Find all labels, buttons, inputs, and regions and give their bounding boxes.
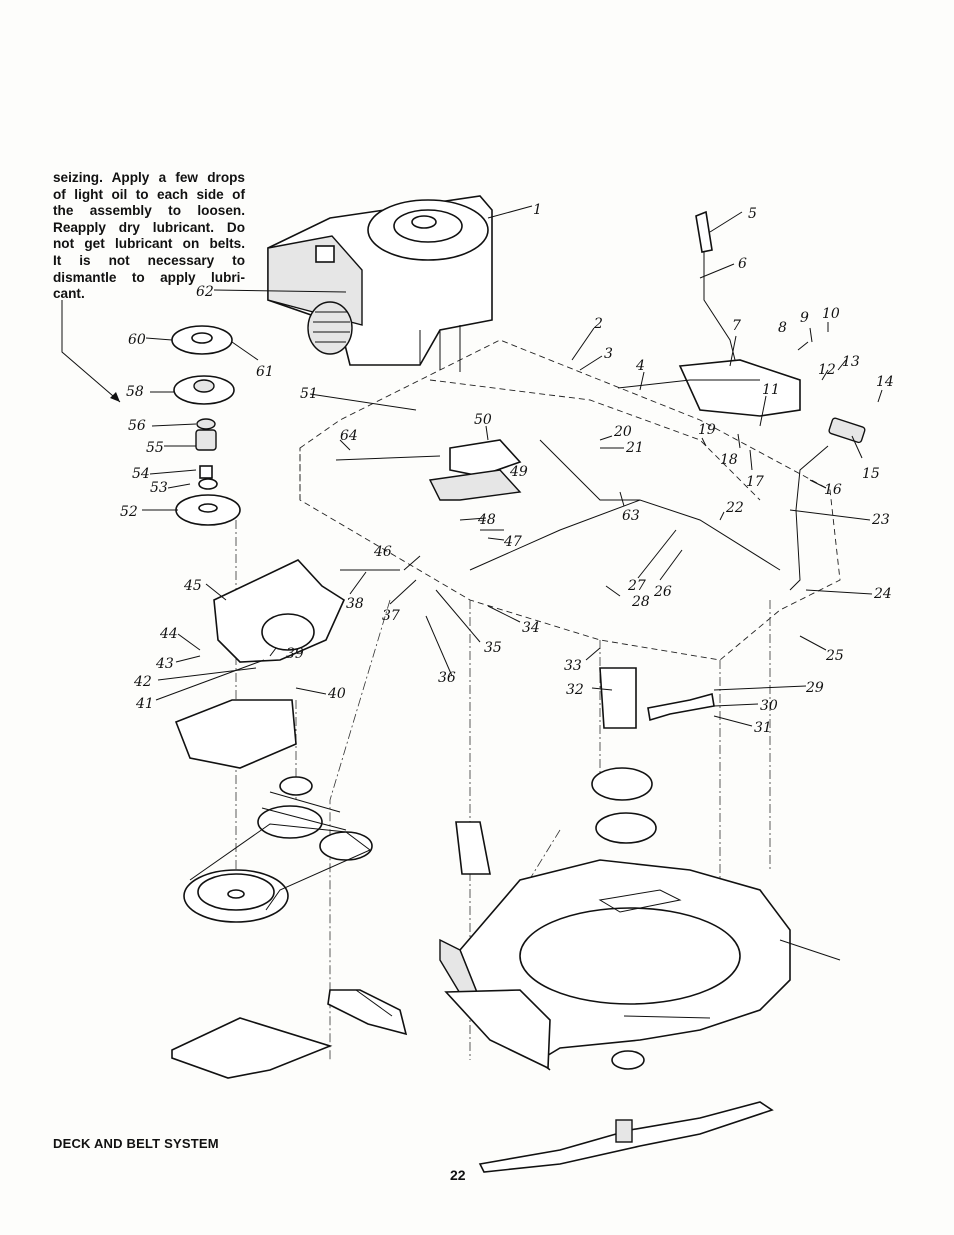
brackets-and-plates [171, 667, 715, 1079]
mower-deck [439, 767, 791, 1071]
pointer-arrow [61, 300, 121, 403]
instruction-line: cant. [53, 286, 85, 302]
callout-8: 8 [778, 320, 787, 336]
callout-30: 30 [760, 698, 778, 714]
callout-28: 28 [631, 594, 650, 610]
callout-18: 18 [720, 452, 738, 468]
callout-15: 15 [862, 466, 880, 482]
callout-29: 29 [805, 680, 824, 696]
callout-31: 31 [754, 720, 772, 736]
callout-60: 60 [128, 332, 146, 348]
callout-leaders [142, 205, 883, 727]
callout-54: 54 [132, 466, 150, 482]
callout-55: 55 [146, 440, 164, 456]
callout-52: 52 [120, 504, 138, 520]
callout-2: 2 [593, 316, 603, 332]
callout-25: 25 [825, 648, 844, 664]
belt-drive [183, 776, 373, 923]
callout-12: 12 [818, 362, 836, 378]
callout-47: 47 [503, 534, 522, 550]
callout-45: 45 [183, 578, 202, 594]
callout-26: 26 [653, 584, 672, 600]
callout-38: 38 [346, 596, 364, 612]
callout-39: 39 [286, 646, 304, 662]
callout-32: 32 [566, 682, 584, 698]
control-linkage [335, 210, 866, 1019]
callout-35: 35 [484, 640, 502, 656]
diagram-caption: DECK AND BELT SYSTEM [53, 1136, 219, 1151]
callout-64: 64 [340, 428, 358, 444]
instruction-line: seizing. Apply a few drops [53, 170, 245, 185]
callout-5: 5 [748, 206, 757, 222]
callout-33: 33 [564, 658, 582, 674]
instruction-line: dismantle to apply lubri- [53, 269, 245, 285]
callout-62: 62 [196, 284, 214, 300]
callout-51: 51 [300, 386, 318, 402]
callout-50: 50 [474, 412, 492, 428]
callout-48: 48 [477, 512, 496, 528]
callout-11: 11 [762, 382, 780, 398]
page-number: 22 [450, 1167, 466, 1183]
callout-21: 21 [625, 440, 644, 456]
callout-19: 19 [698, 422, 716, 438]
instruction-line: Reapply dry lubricant. Do [53, 219, 245, 235]
pulley-stack [171, 325, 241, 526]
callout-1: 1 [533, 202, 542, 218]
callout-4: 4 [635, 358, 645, 374]
callout-3: 3 [604, 346, 613, 362]
callout-40: 40 [327, 686, 346, 702]
instruction-line: It is not necessary to [53, 252, 245, 268]
callout-27: 27 [627, 578, 646, 594]
callout-23: 23 [871, 512, 890, 528]
callout-44: 44 [159, 626, 178, 642]
callout-numbers: 1 2 3 4 5 6 7 8 9 10 12 13 14 11 15 16 1… [120, 202, 894, 736]
callout-9: 9 [800, 310, 809, 326]
callout-6: 6 [738, 256, 747, 272]
callout-56: 56 [128, 418, 146, 434]
callout-34: 34 [522, 620, 540, 636]
callout-22: 22 [725, 500, 744, 516]
callout-16: 16 [824, 482, 842, 498]
callout-36: 36 [438, 670, 456, 686]
callout-41: 41 [135, 696, 154, 712]
lubrication-instructions: seizing. Apply a few drops of light oil … [53, 170, 245, 303]
callout-53: 53 [150, 480, 168, 496]
callout-20: 20 [613, 424, 632, 440]
callout-46: 46 [373, 544, 392, 560]
callout-61: 61 [256, 364, 274, 380]
callout-14: 14 [876, 374, 894, 390]
mounting-plates [174, 559, 346, 769]
callout-49: 49 [509, 464, 528, 480]
callout-43: 43 [155, 656, 174, 672]
callout-42: 42 [133, 674, 152, 690]
callout-58: 58 [126, 384, 144, 400]
mower-blade [478, 1101, 774, 1173]
engine-illustration [267, 195, 493, 372]
instruction-line: not get lubricant on belts. [53, 236, 245, 252]
callout-10: 10 [822, 306, 840, 322]
callout-13: 13 [842, 354, 860, 370]
callout-17: 17 [746, 474, 764, 490]
instruction-line: of light oil to each side of [53, 186, 245, 202]
callout-24: 24 [873, 586, 892, 602]
callout-37: 37 [382, 608, 400, 624]
callout-63: 63 [622, 508, 640, 524]
callout-7: 7 [732, 318, 741, 334]
instruction-line: the assembly to loosen. [53, 203, 245, 219]
